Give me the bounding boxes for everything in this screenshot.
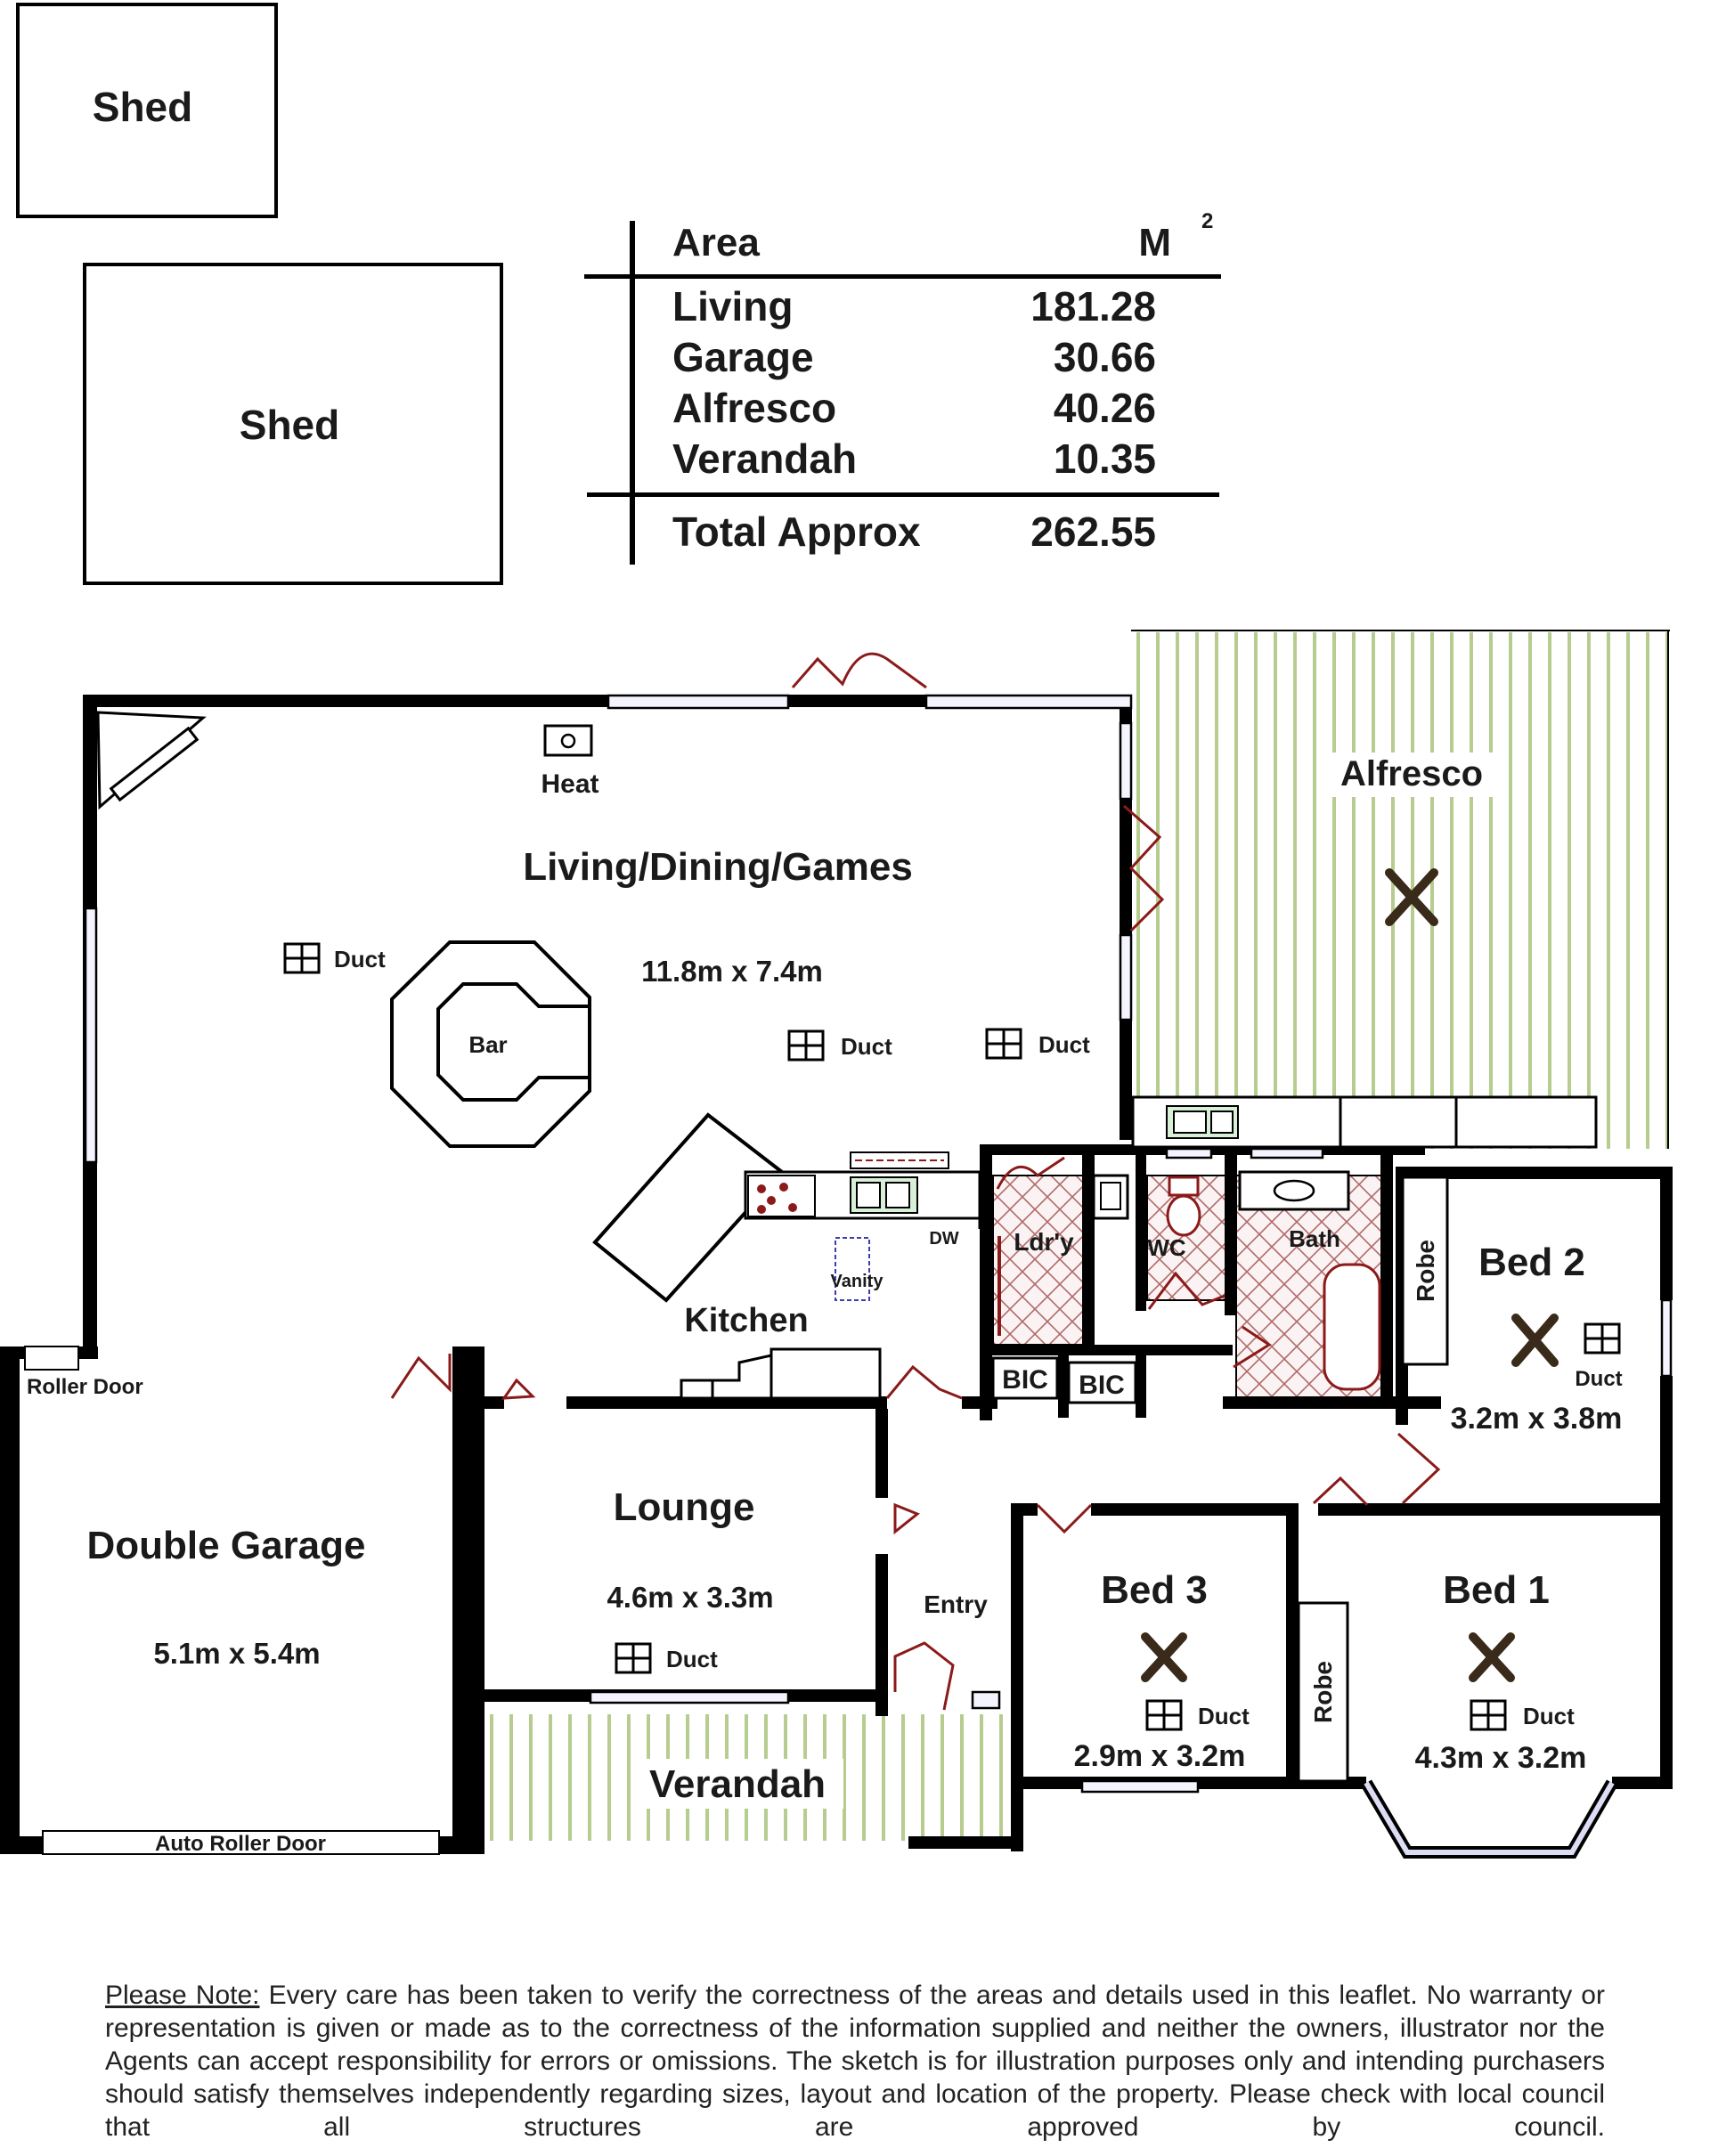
area-row-value: 181.28 — [1030, 283, 1156, 330]
doors — [390, 652, 1441, 1711]
alfresco-benches — [1131, 1095, 1598, 1149]
area-table: Area M 2 Living 181.28 Garage 30.66 Alfr… — [584, 209, 1221, 565]
area-header-unit-sup: 2 — [1201, 209, 1213, 233]
bed2-size: 3.2m x 3.8m — [1451, 1402, 1623, 1436]
area-row-value: 10.35 — [1054, 435, 1156, 482]
area-row-label: Alfresco — [672, 385, 836, 431]
laundry: Ldr'y — [1014, 1174, 1129, 1256]
sliding-door — [998, 1236, 1001, 1336]
bar: Bar — [390, 940, 591, 1148]
alfresco-labels: Alfresco — [1331, 753, 1501, 926]
area-total-value: 262.55 — [1030, 508, 1156, 555]
kitchen-steps — [680, 1347, 882, 1400]
windows — [84, 694, 1673, 1794]
duct-vent: Duct — [985, 1028, 1090, 1060]
dishwasher-label: DW — [929, 1229, 958, 1249]
robe-label: Robe — [1412, 1240, 1439, 1302]
table-rule — [584, 274, 1221, 279]
area-row-value: 40.26 — [1054, 385, 1156, 431]
alfresco-name: Alfresco — [1340, 754, 1483, 793]
table-rule — [587, 492, 1219, 497]
laundry-name: Ldr'y — [1014, 1228, 1074, 1256]
bath: Bath — [1238, 1170, 1381, 1391]
duct-label: Duct — [841, 1033, 892, 1060]
area-total-label: Total Approx — [672, 508, 921, 555]
bic-label: BIC — [1079, 1371, 1125, 1400]
verandah-labels: Verandah — [634, 1759, 843, 1809]
lounge-name: Lounge — [614, 1485, 755, 1529]
vanity-label: Vanity — [831, 1272, 884, 1291]
lounge-size: 4.6m x 3.3m — [607, 1581, 773, 1614]
living-room-size: 11.8m x 7.4m — [641, 955, 823, 988]
auto-roller-door-label: Auto Roller Door — [155, 1832, 326, 1856]
verandah-name: Verandah — [649, 1762, 826, 1806]
duct-label: Duct — [1575, 1367, 1622, 1391]
area-row-value: 30.66 — [1054, 334, 1156, 380]
robe-label: Robe — [1309, 1661, 1337, 1723]
area-header-label: Area — [672, 221, 760, 264]
garage: Roller Door Double Garage 5.1m x 5.4m Au… — [24, 1346, 440, 1856]
kitchen-name: Kitchen — [684, 1302, 808, 1339]
heater: Heat — [541, 724, 599, 799]
duct-label: Duct — [1523, 1703, 1575, 1729]
duct-label: Duct — [666, 1646, 718, 1672]
duct-label: Duct — [334, 946, 386, 972]
area-header-unit: M — [1138, 221, 1171, 264]
shed-label: Shed — [240, 402, 339, 448]
skylight: Vanity — [831, 1237, 884, 1301]
bar-label: Bar — [468, 1031, 507, 1058]
roller-door-label: Roller Door — [27, 1375, 143, 1399]
shed-small: Shed — [16, 3, 278, 218]
bed2-name: Bed 2 — [1478, 1241, 1585, 1284]
area-row-label: Living — [672, 283, 793, 330]
disclaimer-lead: Please Note: — [105, 1981, 260, 2010]
duct-vent: Duct — [283, 942, 386, 974]
lounge: Lounge 4.6m x 3.3m Duct — [607, 1485, 774, 1674]
kitchen-bench: DW — [744, 1151, 981, 1249]
area-row-label: Verandah — [672, 435, 857, 482]
disclaimer: Please Note: Every care has been taken t… — [105, 1979, 1605, 2144]
entry-name: Entry — [924, 1591, 988, 1618]
laundry-tiles — [992, 1175, 1087, 1346]
bed3-name: Bed 3 — [1101, 1568, 1208, 1612]
bed1-name: Bed 1 — [1443, 1568, 1550, 1612]
duct-label: Duct — [1038, 1031, 1090, 1058]
bed2: Robe Bed 2 Duct 3.2m x 3.8m — [1401, 1176, 1623, 1436]
bed3-size: 2.9m x 3.2m — [1074, 1739, 1246, 1773]
garage-size: 5.1m x 5.4m — [153, 1637, 320, 1670]
toilet: WC — [1147, 1176, 1201, 1261]
wc-name: WC — [1147, 1234, 1186, 1261]
area-row-label: Garage — [672, 334, 814, 380]
bay-window — [1360, 1779, 1618, 1859]
shed-large: Shed — [83, 263, 503, 585]
table-divider — [630, 221, 635, 565]
heater-label: Heat — [541, 769, 598, 799]
bed1-size: 4.3m x 3.2m — [1415, 1741, 1587, 1775]
living-room-name: Living/Dining/Games — [523, 845, 913, 889]
duct-vent: Duct — [787, 1029, 892, 1062]
bed1: Robe Bed 1 Duct 4.3m x 3.2m — [1297, 1568, 1587, 1783]
bic-label: BIC — [1002, 1365, 1048, 1395]
disclaimer-text: Every care has been taken to verify the … — [105, 1981, 1605, 2142]
bic-cupboards: BIC BIC — [991, 1356, 1137, 1404]
fireplace — [96, 711, 207, 810]
bath-name: Bath — [1289, 1225, 1340, 1252]
duct-label: Duct — [1198, 1703, 1250, 1729]
bed3: Bed 3 Duct 2.9m x 3.2m — [1074, 1568, 1250, 1773]
garage-name: Double Garage — [87, 1524, 366, 1567]
shed-label: Shed — [93, 84, 192, 130]
